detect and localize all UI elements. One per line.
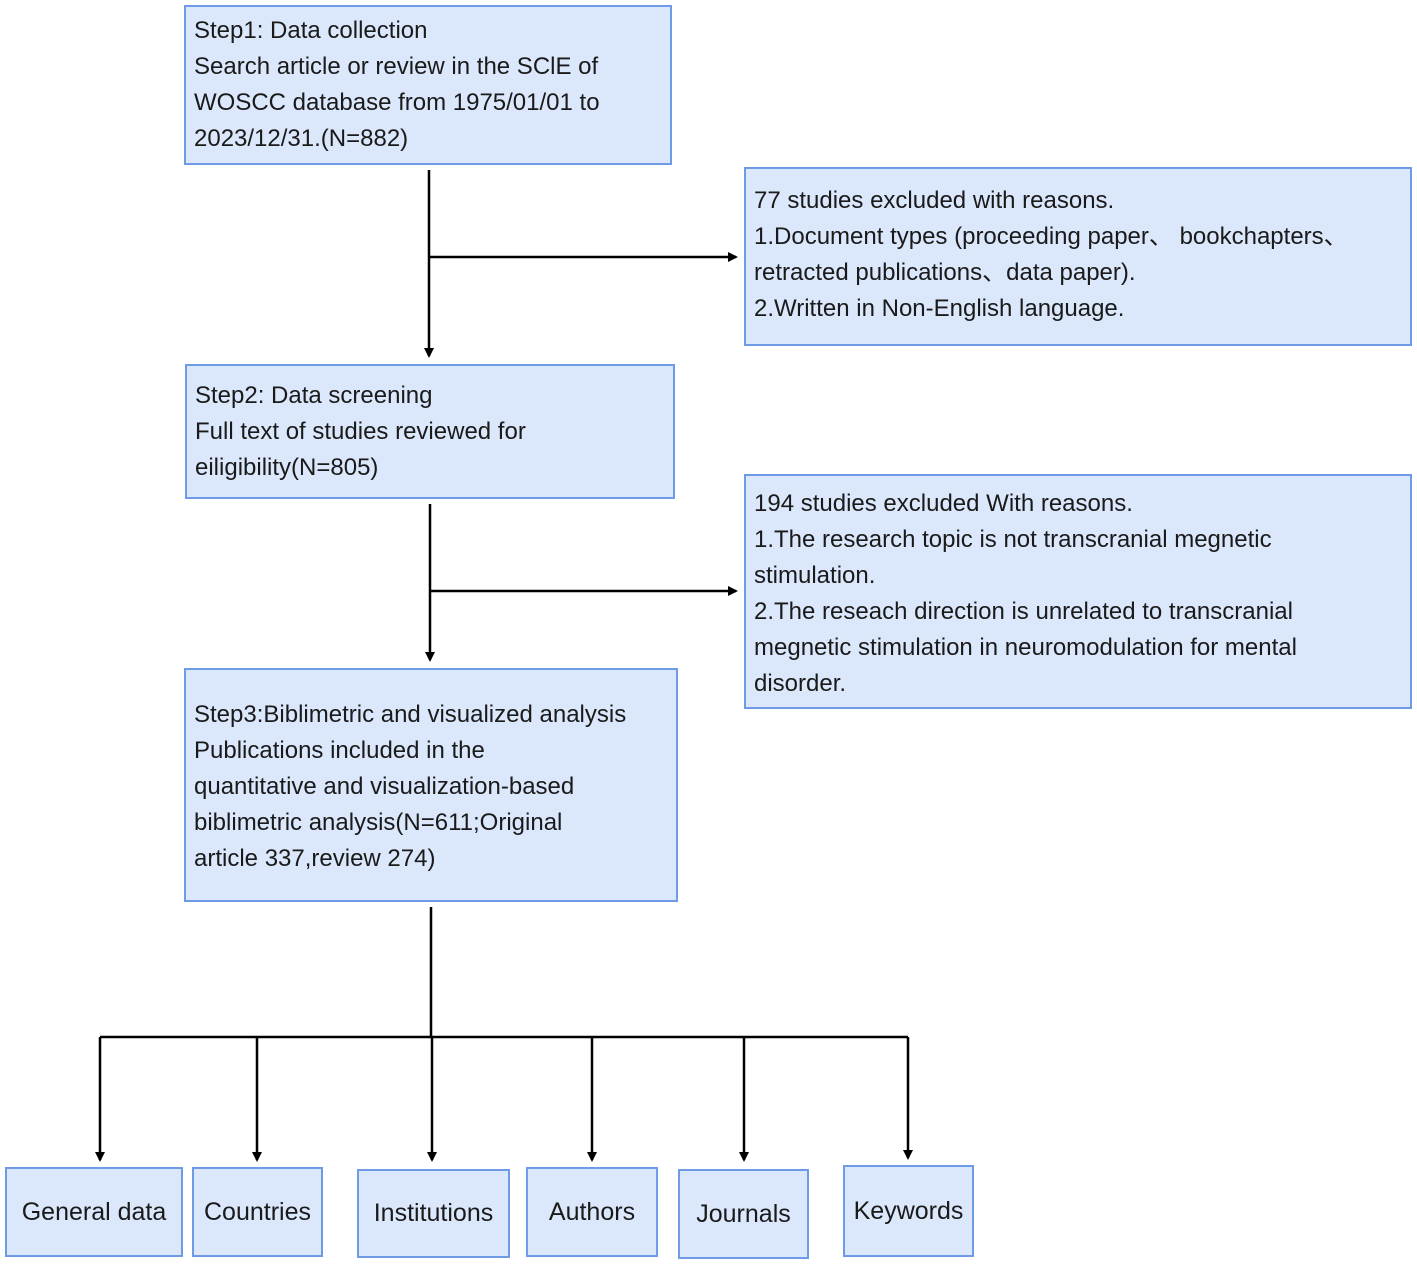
output-countries: Countries bbox=[192, 1167, 323, 1257]
step2-line: eiligibility(N=805) bbox=[195, 454, 379, 481]
exclusion1-line: 2.Written in Non-English language. bbox=[754, 295, 1125, 322]
step3-line: quantitative and visualization-based bbox=[194, 773, 575, 800]
output-keywords: Keywords bbox=[843, 1165, 974, 1257]
exclusion1-line: 77 studies excluded with reasons. bbox=[754, 187, 1115, 214]
step3-box: Step3:Biblimetric and visualized analysi… bbox=[184, 668, 678, 902]
step1-title: Step1: Data collection bbox=[194, 17, 428, 44]
step2-box: Step2: Data screening Full text of studi… bbox=[185, 364, 675, 499]
step1-line: 2023/12/31.(N=882) bbox=[194, 125, 409, 152]
exclusion2-box: 194 studies excluded With reasons. 1.The… bbox=[744, 474, 1412, 709]
step3-title: Step3:Biblimetric and visualized analysi… bbox=[194, 701, 627, 728]
exclusion2-line: disorder. bbox=[754, 670, 847, 697]
exclusion2-line: 2.The reseach direction is unrelated to … bbox=[754, 598, 1293, 625]
exclusion2-line: megnetic stimulation in neuromodulation … bbox=[754, 634, 1297, 661]
exclusion2-line: stimulation. bbox=[754, 562, 876, 589]
step3-line: article 337,review 274) bbox=[194, 845, 436, 872]
exclusion1-line: 1.Document types (proceeding paper、 book… bbox=[754, 223, 1348, 250]
output-authors: Authors bbox=[526, 1167, 658, 1257]
exclusion2-line: 194 studies excluded With reasons. bbox=[754, 490, 1133, 517]
exclusion1-box: 77 studies excluded with reasons. 1.Docu… bbox=[744, 167, 1412, 346]
step2-line: Full text of studies reviewed for bbox=[195, 418, 526, 445]
exclusion1-line: retracted publications、data paper). bbox=[754, 259, 1136, 286]
step3-line: biblimetric analysis(N=611;Original bbox=[194, 809, 563, 836]
step2-title: Step2: Data screening bbox=[195, 382, 433, 409]
output-general-data: General data bbox=[5, 1167, 183, 1257]
exclusion2-line: 1.The research topic is not transcranial… bbox=[754, 526, 1272, 553]
step1-box: Step1: Data collection Search article or… bbox=[184, 5, 672, 165]
step1-line: WOSCC database from 1975/01/01 to bbox=[194, 89, 600, 116]
output-institutions: Institutions bbox=[357, 1169, 510, 1258]
step1-line: Search article or review in the SClE of bbox=[194, 53, 599, 80]
step3-line: Publications included in the bbox=[194, 737, 485, 764]
output-journals: Journals bbox=[678, 1169, 809, 1259]
